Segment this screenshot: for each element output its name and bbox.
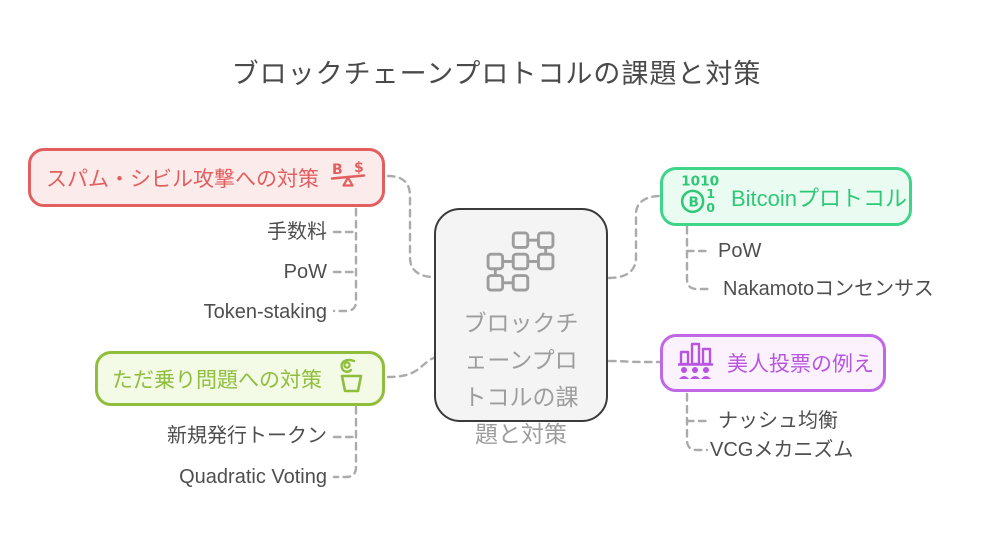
sub-item[interactable]: Nakamotoコンセンサス <box>723 278 934 300</box>
branch-node-freeride[interactable]: ただ乗り問題への対策 <box>95 351 385 406</box>
branch-label: 美人投票の例え <box>727 353 874 376</box>
wire-beauty-children <box>685 392 709 452</box>
branch-node-bitcoin[interactable]: 1010 B 1 0 Bitcoinプロトコル <box>660 167 912 226</box>
hand-coin-bin-icon <box>332 357 368 400</box>
branch-label: ただ乗り問題への対策 <box>112 368 322 392</box>
svg-text:$: $ <box>354 160 364 176</box>
svg-text:B: B <box>688 195 698 211</box>
wire-bitcoin-children <box>685 225 711 291</box>
svg-text:B: B <box>332 162 343 178</box>
svg-text:1: 1 <box>706 186 715 201</box>
sub-item[interactable]: PoW <box>718 240 762 262</box>
blockchain-network-icon <box>484 230 558 297</box>
branch-node-spam-sybil[interactable]: スパム・シビル攻撃への対策 B $ <box>28 148 385 207</box>
wire-spam-center <box>386 174 436 279</box>
branch-node-beauty-contest[interactable]: 美人投票の例え <box>660 334 886 392</box>
bitcoin-binary-icon: 1010 B 1 0 <box>679 173 721 220</box>
wire-spam-children <box>332 207 358 313</box>
wire-freeride-children <box>332 405 358 479</box>
wire-center-bitcoin <box>607 194 662 280</box>
page-title: ブロックチェーンプロトコルの課題と対策 <box>231 59 762 89</box>
wire-center-beauty <box>607 359 662 364</box>
svg-text:1010: 1010 <box>681 174 719 190</box>
wire-freeride-center <box>386 355 438 379</box>
branch-label: スパム・シビル攻撃への対策 <box>46 167 319 191</box>
sub-item[interactable]: Token-staking <box>203 301 327 323</box>
branch-label: Bitcoinプロトコル <box>731 185 908 211</box>
sub-item[interactable]: VCGメカニズム <box>710 439 854 461</box>
poll-people-icon <box>677 341 717 386</box>
center-node[interactable]: ブロックチェーンプロトコルの課題と対策 <box>434 208 608 447</box>
center-node-label: ブロックチェーンプロトコルの課題と対策 <box>463 310 579 447</box>
sub-item[interactable]: 手数料 <box>267 221 327 243</box>
balance-scale-btc-dollar-icon: B $ <box>329 160 367 195</box>
sub-item[interactable]: Quadratic Voting <box>179 466 327 488</box>
sub-item[interactable]: PoW <box>283 261 327 283</box>
sub-item[interactable]: 新規発行トークン <box>167 425 327 447</box>
svg-text:0: 0 <box>706 200 715 215</box>
sub-item[interactable]: ナッシュ均衡 <box>718 410 838 432</box>
